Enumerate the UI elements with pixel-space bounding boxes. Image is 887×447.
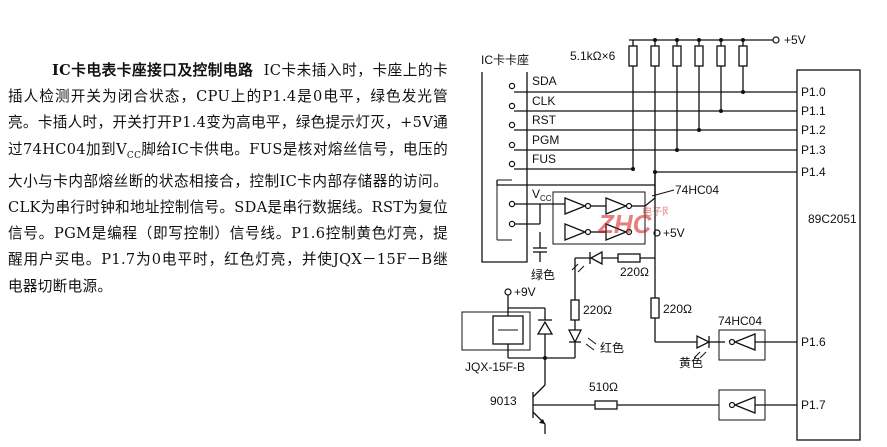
mcu-pin-p16: P1.6 xyxy=(801,335,826,349)
yellow-resistor-label: 220Ω xyxy=(663,302,692,316)
yellow-resistor xyxy=(650,297,660,319)
relay-frame xyxy=(461,311,531,351)
red-led xyxy=(567,329,583,344)
vcc-subscript: CC xyxy=(126,150,142,161)
base-resistor-label: 510Ω xyxy=(589,380,618,394)
mcu-pin-p10: P1.0 xyxy=(801,85,826,99)
pin-label-sda: SDA xyxy=(532,74,557,88)
pullup-resistor-array: +5V 5.1kΩ×6 xyxy=(570,33,806,185)
circuit-diagram: +5V 5.1kΩ×6 IC卡卡座 SDA CLK RST xyxy=(461,33,861,441)
mcu-pin-p11: P1.1 xyxy=(801,104,826,118)
pin-label-rst: RST xyxy=(532,113,557,127)
relay-label: JQX-15F-B xyxy=(465,360,525,374)
mcu-pin-p12: P1.2 xyxy=(801,123,826,137)
base-resistor xyxy=(594,400,618,410)
flyback-diode xyxy=(536,320,554,335)
inverter-top-label: 74HC04 xyxy=(675,183,719,197)
green-resistor xyxy=(617,253,641,263)
article-title: IC卡电表卡座接口及控制电路 xyxy=(52,62,254,79)
resistor-array-label: 5.1kΩ×6 xyxy=(570,49,616,63)
mcu-pin-p13: P1.3 xyxy=(801,143,826,157)
description-paragraph: IC卡电表卡座接口及控制电路 IC卡未插入时，卡座上的卡插人检测开关为闭合状态，… xyxy=(8,58,448,300)
inverter-package-top xyxy=(552,191,646,245)
inverter-gate-6 xyxy=(733,396,756,414)
watermark-logo: ZHC 电子网 xyxy=(598,205,668,239)
socket-label: IC卡卡座 xyxy=(481,52,529,67)
article-body: IC卡未插入时，卡座上的卡插人检测开关为闭合状态，CPU上的P1.4是0电平，绿… xyxy=(8,62,448,158)
green-resistor-label: 220Ω xyxy=(620,265,649,279)
relay-branch: +9V JQX-15F-B xyxy=(461,285,554,385)
red-led-label: 红色 xyxy=(600,340,624,355)
inverter-package-bottom xyxy=(718,329,766,361)
inverter-gate-1 xyxy=(564,197,587,215)
red-resistor-label: 220Ω xyxy=(583,303,612,317)
yellow-led-label: 黄色 xyxy=(679,356,703,370)
mcu-label: 89C2051 xyxy=(808,212,857,226)
green-led-label: 绿色 xyxy=(531,267,555,282)
pin-label-pgm: PGM xyxy=(532,133,559,147)
supply-terminal-5v xyxy=(772,36,780,44)
mcu-89c2051: 89C2051 P1.0 P1.1 P1.2 P1.3 P1.4 P1.6 P1… xyxy=(796,69,861,441)
inverter-gate-5 xyxy=(733,333,756,351)
red-led-branch: 220Ω 红色 xyxy=(545,262,624,359)
red-resistor xyxy=(570,299,580,321)
socket-pins xyxy=(508,82,516,228)
pullup-resistors xyxy=(628,40,748,185)
pin-label-fus: FUS xyxy=(532,152,556,166)
transistor-label: 9013 xyxy=(490,394,517,408)
signal-lines xyxy=(496,90,797,186)
supply-5v-mid-label: +5V xyxy=(663,226,685,240)
supply-9v-label: +9V xyxy=(514,285,536,299)
description-panel: IC卡电表卡座接口及控制电路 IC卡未插入时，卡座上的卡插人检测开关为闭合状态，… xyxy=(8,58,448,300)
green-led-branch: 220Ω 绿色 xyxy=(531,185,656,282)
pin-label-clk: CLK xyxy=(532,94,555,108)
mcu-pin-p14: P1.4 xyxy=(801,165,826,179)
article-body-continued: 脚给IC卡供电。FUS是核对熔丝信号，电压的大小与卡内部熔丝断的状态相接合，控制… xyxy=(8,140,448,295)
vcc-label: VCC xyxy=(532,187,552,203)
transistor-branch: 9013 510Ω xyxy=(490,380,797,434)
inverter-gate-3 xyxy=(564,223,587,241)
yellow-led-branch: 220Ω 黄色 74HC04 xyxy=(650,258,797,370)
green-led xyxy=(589,250,603,266)
supply-5v-top-label: +5V xyxy=(784,33,806,47)
yellow-led xyxy=(696,334,711,350)
ic-card-socket: IC卡卡座 xyxy=(481,52,529,263)
inverter-bottom-label: 74HC04 xyxy=(718,314,762,328)
mcu-pin-p17: P1.7 xyxy=(801,398,826,412)
svg-text:电子网: 电子网 xyxy=(642,205,668,218)
svg-text:ZHC: ZHC xyxy=(598,209,653,239)
